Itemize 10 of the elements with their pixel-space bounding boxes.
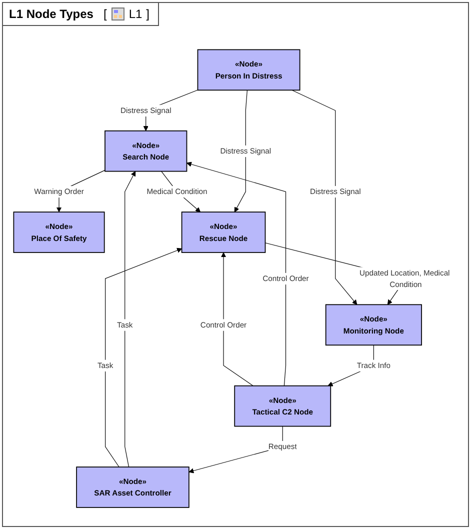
arrow (220, 252, 254, 387)
bracket-text: [ (103, 7, 107, 21)
diagram-title: L1 Node Types (9, 7, 94, 21)
arrow (105, 248, 182, 468)
arrow (124, 172, 136, 468)
bracket-text: ] (146, 7, 150, 21)
arrow (186, 162, 286, 387)
diagram-name: L1 (128, 7, 142, 21)
arrow (234, 90, 248, 213)
arrow (292, 90, 358, 306)
